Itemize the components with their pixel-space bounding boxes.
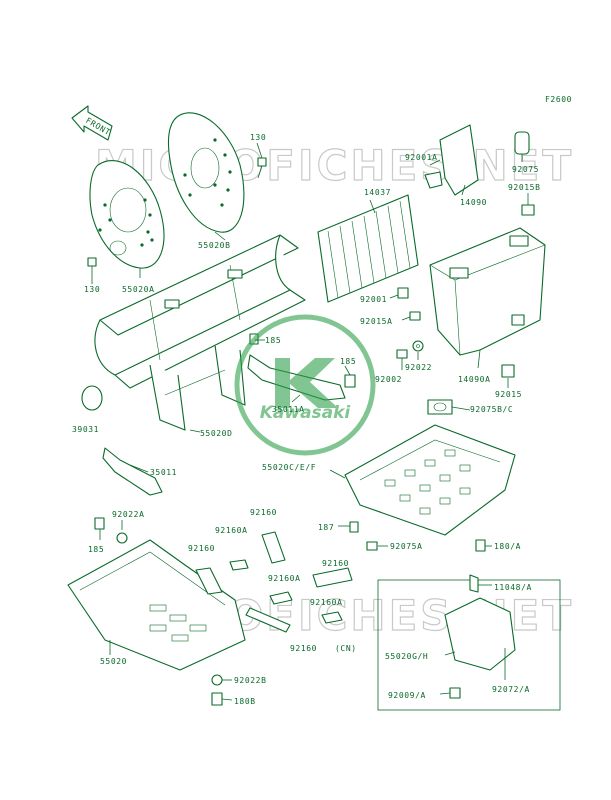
skid-plate-55020 bbox=[67, 539, 246, 671]
washer-92022a bbox=[116, 532, 128, 544]
label-185-a: 185 bbox=[265, 336, 281, 345]
watermark-top: MICROFICHES.NET bbox=[95, 141, 574, 190]
label-92160-3: 92160 bbox=[322, 559, 349, 568]
bolt-92001 bbox=[397, 287, 409, 299]
label-185-b: 185 bbox=[340, 357, 356, 366]
label-92160a-1: 92160A bbox=[215, 526, 248, 535]
label-92160-2: 92160 bbox=[188, 544, 215, 553]
label-92001: 92001 bbox=[360, 295, 387, 304]
label-92075: 92075 bbox=[512, 165, 539, 174]
collar-92075bc bbox=[427, 399, 453, 415]
label-92002: 92002 bbox=[375, 375, 402, 384]
bracket-35011a bbox=[247, 333, 346, 401]
label-55020cef: 55020C/E/F bbox=[262, 463, 316, 472]
kawasaki-logo: Kawasaki bbox=[234, 314, 376, 456]
label-39031: 39031 bbox=[72, 425, 99, 434]
bolt-180b bbox=[211, 692, 223, 706]
label-180a: 180/A bbox=[494, 542, 521, 551]
front-guard-frame bbox=[94, 234, 306, 431]
label-92160a-2: 92160A bbox=[268, 574, 301, 583]
cn-variant-box bbox=[377, 539, 561, 711]
figure-code: F2600 bbox=[545, 95, 572, 104]
label-55020b: 55020B bbox=[198, 241, 231, 250]
skid-plate-55020a bbox=[89, 160, 165, 269]
bolt-185-mid bbox=[344, 374, 356, 388]
label-35011: 35011 bbox=[150, 468, 177, 477]
housing-14090a bbox=[429, 227, 546, 356]
label-92015: 92015 bbox=[495, 390, 522, 399]
clip-92015b bbox=[521, 204, 535, 216]
collar-92075a bbox=[366, 541, 378, 551]
collar-39031 bbox=[81, 385, 103, 411]
skid-plate-55020b bbox=[167, 112, 245, 233]
label-35011a: 35011A bbox=[272, 405, 305, 414]
bolt-130-left bbox=[87, 257, 97, 278]
label-92022: 92022 bbox=[405, 363, 432, 372]
pads bbox=[195, 531, 353, 633]
washer-92022b bbox=[211, 674, 223, 686]
label-92160a-3: 92160A bbox=[310, 598, 343, 607]
label-92015b: 92015B bbox=[508, 183, 541, 192]
label-180b: 180B bbox=[234, 697, 256, 706]
bolt-185-left bbox=[94, 517, 105, 530]
label-14037: 14037 bbox=[364, 188, 391, 197]
label-cn: (CN) bbox=[335, 644, 357, 653]
label-185-c: 185 bbox=[88, 545, 104, 554]
label-92009a: 92009/A bbox=[388, 691, 426, 700]
front-arrow-icon: FRONT bbox=[71, 105, 113, 141]
label-92160-4: 92160 bbox=[290, 644, 317, 653]
label-55020d: 55020D bbox=[200, 429, 233, 438]
label-92022b: 92022B bbox=[234, 676, 267, 685]
label-187: 187 bbox=[318, 523, 334, 532]
label-14090: 14090 bbox=[460, 198, 487, 207]
bracket-35011 bbox=[102, 447, 163, 496]
leader-lines bbox=[91, 142, 529, 701]
clip-92015a bbox=[409, 311, 421, 321]
collar-92075 bbox=[514, 131, 530, 155]
label-92022a: 92022A bbox=[112, 510, 145, 519]
label-14090a: 14090A bbox=[458, 375, 491, 384]
nut-92002 bbox=[396, 349, 408, 359]
label-92075bc: 92075B/C bbox=[470, 405, 513, 414]
label-92072a: 92072/A bbox=[492, 685, 530, 694]
cover-14090 bbox=[424, 124, 479, 196]
label-92015a: 92015A bbox=[360, 317, 393, 326]
label-92075a: 92075A bbox=[390, 542, 423, 551]
bolt-187 bbox=[349, 521, 359, 533]
label-92160-1: 92160 bbox=[250, 508, 277, 517]
label-55020a: 55020A bbox=[122, 285, 155, 294]
label-11048a: 11048/A bbox=[494, 583, 532, 592]
logo-text: Kawasaki bbox=[260, 403, 352, 423]
label-130-left: 130 bbox=[84, 285, 100, 294]
skid-plate-55020cef bbox=[344, 424, 516, 536]
label-55020: 55020 bbox=[100, 657, 127, 666]
radiator-14037 bbox=[317, 194, 419, 303]
label-55020gh: 55020G/H bbox=[385, 652, 428, 661]
label-92001a: 92001A bbox=[405, 153, 438, 162]
label-130-top: 130 bbox=[250, 133, 266, 142]
washer-92022 bbox=[412, 340, 424, 352]
clip-92015 bbox=[501, 364, 515, 378]
